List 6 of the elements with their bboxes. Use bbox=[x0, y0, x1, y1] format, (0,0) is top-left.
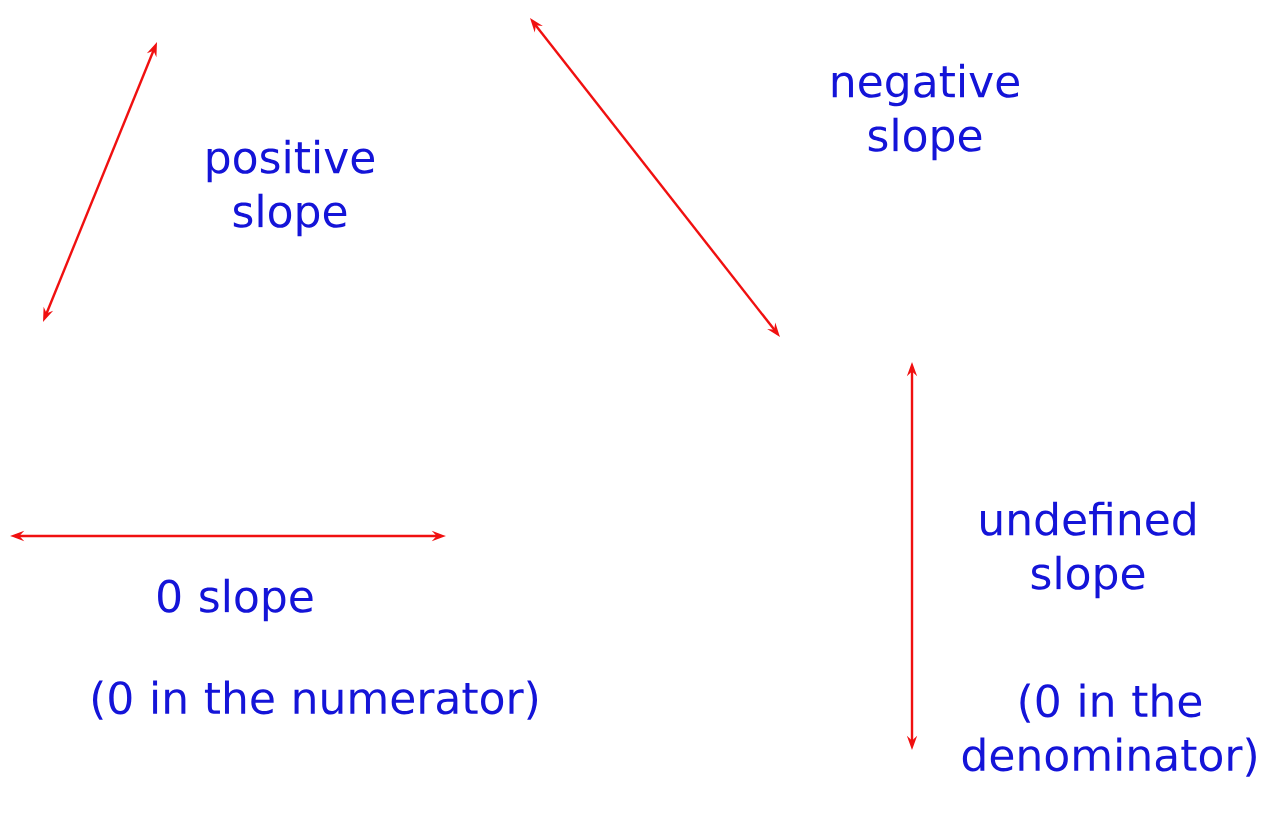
slope-label: positive slope bbox=[207, 139, 374, 237]
slope-label: undefined slope bbox=[981, 501, 1195, 599]
slope-label: 0 slope bbox=[158, 578, 313, 622]
slope-label: negative slope bbox=[832, 63, 1019, 161]
slope-label: (0 in the denominator) bbox=[962, 683, 1256, 777]
slope-label: (0 in the numerator) bbox=[92, 680, 537, 720]
